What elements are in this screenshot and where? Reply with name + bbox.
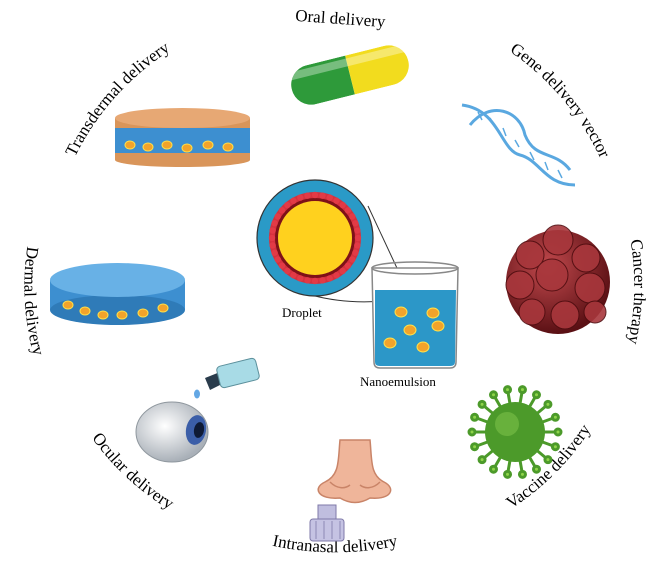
surfactant-head bbox=[311, 277, 319, 285]
virus-spike-tip bbox=[517, 469, 527, 479]
surfactant-head bbox=[333, 197, 340, 204]
virus-spike-tip bbox=[503, 469, 513, 479]
virus-spike-tip bbox=[503, 385, 513, 395]
surfactant-head bbox=[274, 256, 281, 263]
surfactant-head bbox=[344, 207, 352, 214]
surfactant-head bbox=[326, 275, 333, 282]
gene-delivery-vector-label: Gene delivery vector bbox=[507, 39, 614, 161]
virus-icon bbox=[467, 385, 563, 479]
virus-spike-tip bbox=[550, 412, 560, 422]
surfactant-head bbox=[304, 192, 311, 199]
oral-pill-icon bbox=[286, 41, 414, 109]
eyeball-icon bbox=[135, 401, 209, 463]
surfactant-head bbox=[290, 197, 297, 204]
surfactant-head bbox=[268, 234, 276, 242]
surfactant-head bbox=[326, 194, 333, 201]
surfactant-head bbox=[271, 249, 278, 256]
nasal-spray-icon bbox=[309, 504, 345, 542]
surfactant-head bbox=[290, 272, 297, 279]
surfactant-head bbox=[352, 249, 359, 256]
dna-helix-icon bbox=[461, 103, 576, 187]
virus-spike-tip bbox=[543, 399, 553, 409]
surfactant-head bbox=[269, 227, 276, 234]
surfactant-head bbox=[269, 242, 276, 249]
surfactant-head bbox=[311, 191, 319, 199]
virus-spike-tip bbox=[532, 390, 541, 400]
nose-icon bbox=[317, 439, 392, 504]
surfactant-head bbox=[319, 277, 326, 284]
surfactant-head bbox=[354, 234, 362, 242]
dermal-patch-icon bbox=[50, 263, 185, 325]
surfactant-head bbox=[349, 256, 356, 263]
virus-spike-tip bbox=[553, 427, 563, 437]
virus-spike-tip bbox=[517, 385, 527, 395]
cancer-therapy-label: Cancer therapy bbox=[624, 238, 649, 347]
surfactant-head bbox=[278, 207, 286, 214]
eye-dropper-icon bbox=[194, 357, 260, 399]
surfactant-head bbox=[319, 192, 326, 199]
virus-spike-tip bbox=[470, 412, 480, 422]
droplet-zoom-icon bbox=[256, 179, 411, 303]
transdermal-patch-icon bbox=[115, 108, 250, 167]
virus-spike-tip bbox=[477, 399, 487, 409]
oral-delivery-label: Oral delivery bbox=[295, 6, 387, 31]
surfactant-head bbox=[297, 275, 304, 282]
surfactant-head bbox=[354, 227, 361, 234]
surfactant-head bbox=[278, 262, 286, 269]
virus-spike-tip bbox=[532, 464, 541, 474]
beaker-icon bbox=[371, 261, 459, 369]
surfactant-head bbox=[274, 213, 281, 220]
surfactant-head bbox=[352, 220, 359, 227]
surfactant-head bbox=[304, 277, 311, 284]
virus-spike-tip bbox=[489, 390, 498, 400]
surfactant-head bbox=[297, 194, 304, 201]
virus-spike-tip bbox=[470, 442, 480, 452]
surfactant-head bbox=[284, 201, 291, 209]
virus-spike-tip bbox=[489, 464, 498, 474]
surfactant-head bbox=[344, 262, 352, 269]
surfactant-head bbox=[333, 272, 340, 279]
surfactant-head bbox=[349, 213, 356, 220]
surfactant-head bbox=[271, 220, 278, 227]
tumor-icon bbox=[505, 224, 610, 334]
virus-spike-tip bbox=[477, 455, 487, 465]
virus-spike-tip bbox=[467, 427, 477, 437]
surfactant-head bbox=[284, 267, 291, 275]
virus-spike-tip bbox=[550, 442, 560, 452]
surfactant-head bbox=[354, 242, 361, 249]
surfactant-head bbox=[339, 267, 346, 275]
droplet-label: Droplet bbox=[282, 305, 322, 320]
surfactant-head bbox=[339, 201, 346, 209]
virus-spike-tip bbox=[543, 455, 553, 465]
dermal-delivery-label: Dermal delivery bbox=[20, 246, 48, 358]
nanoemulsion-label: Nanoemulsion bbox=[360, 374, 436, 389]
